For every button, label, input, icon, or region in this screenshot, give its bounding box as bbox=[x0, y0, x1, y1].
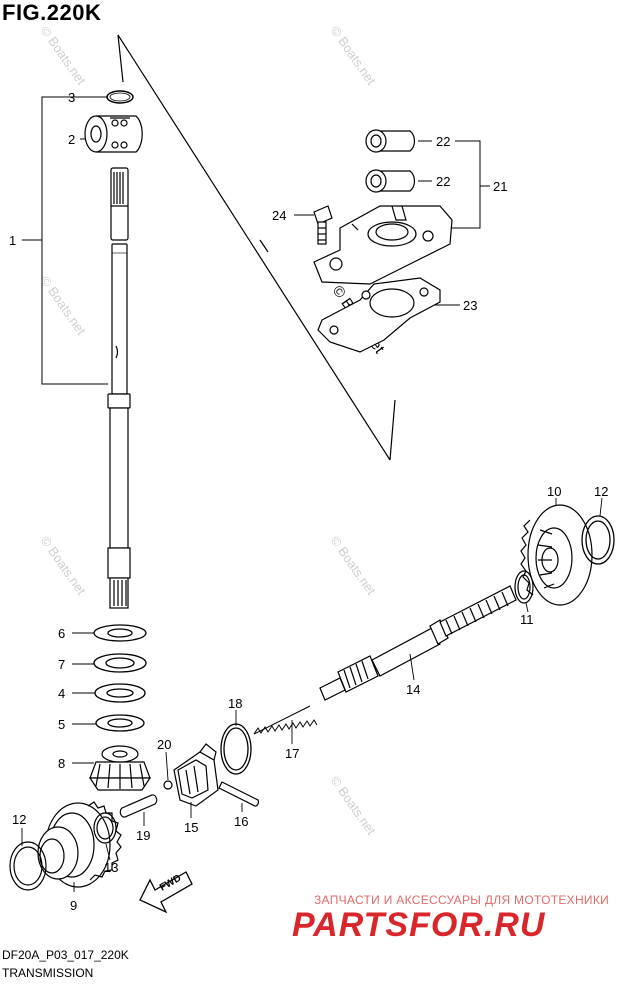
spring-part-17 bbox=[253, 705, 318, 735]
callout-4: 4 bbox=[58, 686, 65, 701]
spring-ring-part-18 bbox=[220, 723, 252, 775]
callout-1: 1 bbox=[9, 233, 16, 248]
washer-part-13 bbox=[93, 812, 117, 844]
bolt-part-24 bbox=[313, 205, 333, 245]
watermark-text: © Boats.net bbox=[328, 533, 380, 598]
callout-11: 11 bbox=[520, 612, 534, 627]
callout-24: 24 bbox=[272, 208, 286, 223]
shim-part-12-right bbox=[581, 515, 615, 565]
exploded-view-lines bbox=[117, 34, 396, 461]
oil-seal-part-22-upper bbox=[365, 129, 416, 153]
bearing-part-2 bbox=[84, 115, 143, 153]
watermark-text: © Boats.net bbox=[328, 23, 380, 88]
oil-seal-part-22-lower bbox=[365, 169, 416, 193]
pin-part-19 bbox=[119, 794, 158, 818]
callout-22-lower: 22 bbox=[436, 174, 450, 189]
watermark-text: © Boats.net bbox=[38, 273, 90, 338]
forward-gear-part-10 bbox=[520, 504, 593, 606]
housing-part-21 bbox=[313, 205, 453, 285]
callout-19: 19 bbox=[136, 828, 150, 843]
watermark-text: © Boats.net bbox=[328, 773, 380, 838]
callout-2: 2 bbox=[68, 132, 75, 147]
forward-direction-arrow: FWD bbox=[139, 871, 193, 914]
callout-numbers: 1 2 3 4 5 6 7 8 9 10 11 12 12 13 14 15 1… bbox=[9, 90, 608, 913]
callout-20: 20 bbox=[157, 737, 171, 752]
drive-shaft-part-1 bbox=[107, 167, 131, 609]
callout-13: 13 bbox=[104, 860, 118, 875]
callout-12-left: 12 bbox=[12, 812, 26, 827]
advert-logo: PARTSFOR.RU bbox=[292, 906, 546, 944]
callout-15: 15 bbox=[184, 820, 198, 835]
callout-18: 18 bbox=[228, 696, 242, 711]
ball-part-20 bbox=[163, 780, 173, 790]
shim-part-12-left bbox=[9, 841, 47, 891]
callout-leaders bbox=[21, 214, 603, 892]
washer-stack bbox=[93, 624, 147, 732]
callout-17: 17 bbox=[285, 746, 299, 761]
callout-14: 14 bbox=[406, 682, 420, 697]
advert-tagline: ЗАПЧАСТИ И АКСЕССУАРЫ ДЛЯ МОТОТЕХНИКИ bbox=[314, 893, 610, 907]
callout-7: 7 bbox=[58, 657, 65, 672]
callout-3: 3 bbox=[68, 90, 75, 105]
callout-21: 21 bbox=[493, 179, 507, 194]
watermark-text: © Boats.net bbox=[38, 23, 90, 88]
callout-8: 8 bbox=[58, 756, 65, 771]
callout-12-right: 12 bbox=[594, 484, 608, 499]
callout-5: 5 bbox=[58, 717, 65, 732]
reverse-gear-part-9 bbox=[37, 801, 122, 888]
circlip-part-3 bbox=[106, 90, 134, 104]
gasket-part-23 bbox=[317, 277, 441, 353]
callout-23: 23 bbox=[463, 298, 477, 313]
pinion-gear-part-8 bbox=[88, 745, 152, 791]
callout-6: 6 bbox=[58, 626, 65, 641]
watermark-text: © Boats.net bbox=[38, 533, 90, 598]
propeller-shaft-part-14 bbox=[319, 585, 517, 701]
callout-10: 10 bbox=[547, 484, 561, 499]
bracket-item-1 bbox=[22, 96, 108, 385]
pin-part-16 bbox=[218, 781, 259, 807]
figure-subtitle: TRANSMISSION bbox=[2, 966, 94, 980]
clutch-part-15 bbox=[173, 743, 219, 807]
figure-title: FIG.220K bbox=[2, 0, 102, 25]
callout-16: 16 bbox=[234, 814, 248, 829]
figure-code: DF20A_P03_017_220K bbox=[2, 948, 129, 962]
callout-9: 9 bbox=[70, 898, 77, 913]
bracket-item-21 bbox=[418, 140, 490, 229]
callout-22-upper: 22 bbox=[436, 134, 450, 149]
